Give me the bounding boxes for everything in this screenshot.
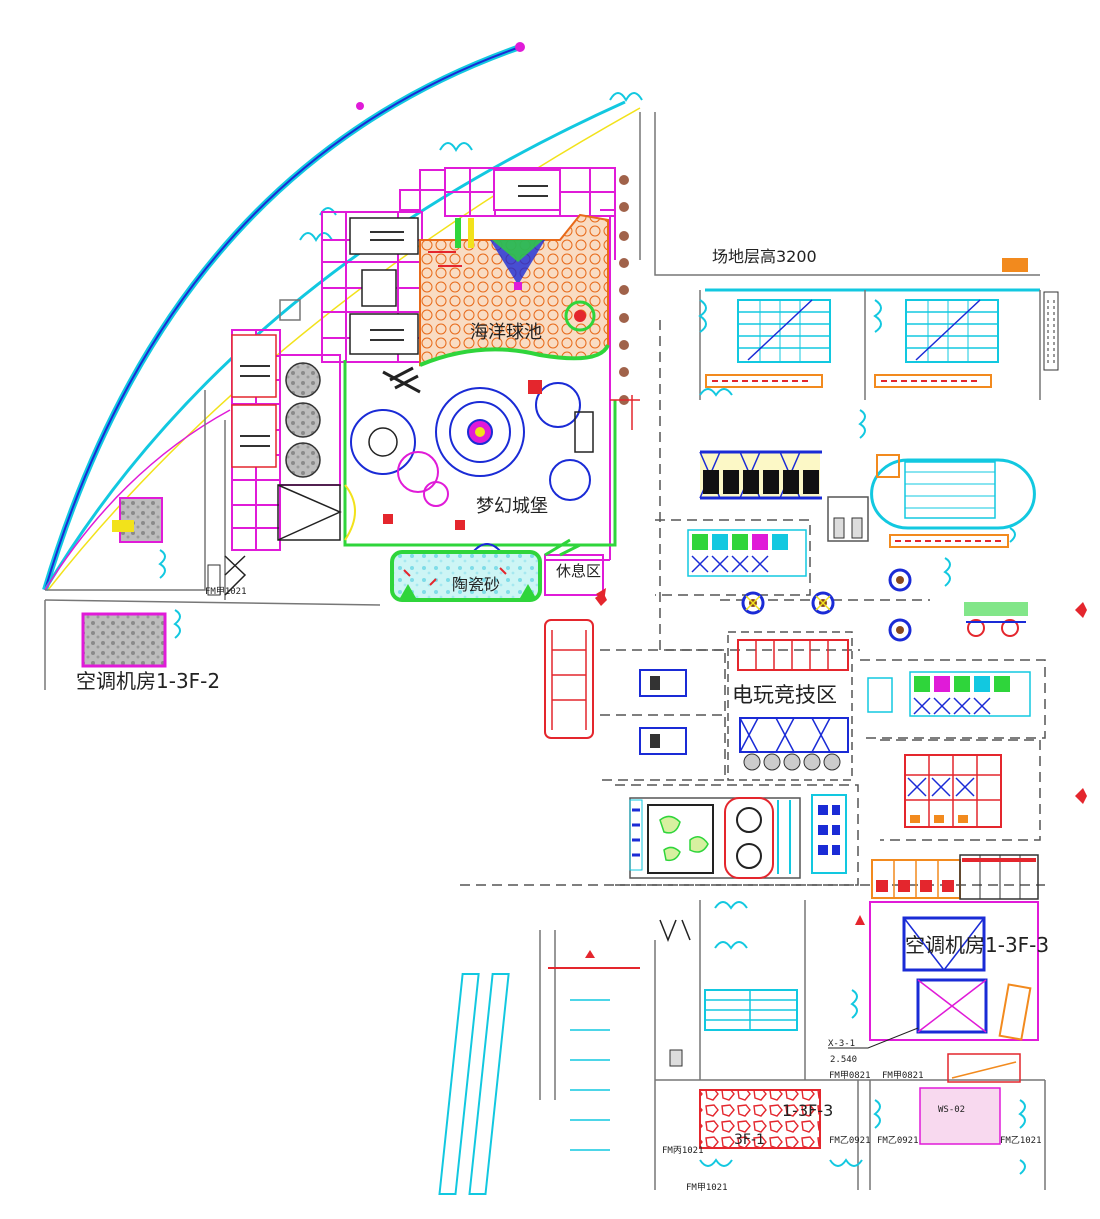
lower-room-right: WS-02 bbox=[873, 1053, 1026, 1175]
door-tag: FM乙0921 bbox=[829, 1135, 871, 1146]
room-mid-label: 1-3F-3 bbox=[782, 1101, 833, 1120]
floor-height-label: 场地层高3200 bbox=[712, 247, 817, 266]
service-counter bbox=[544, 619, 687, 755]
ac-room-right: 空调机房1-3F-3 bbox=[850, 854, 1049, 1041]
ac-room-right-label: 空调机房1-3F-3 bbox=[905, 933, 1049, 957]
rest-area: 休息区 bbox=[544, 538, 606, 602]
door-tags: FM甲0821 FM甲0821 FM乙0921 FM乙0921 FM乙1021 … bbox=[205, 586, 1042, 1193]
ceramic-sand-label: 陶瓷砂 bbox=[452, 575, 500, 594]
lower-walls bbox=[539, 900, 1046, 1190]
labeled-blocks bbox=[231, 169, 561, 478]
door-tag: FM乙1021 bbox=[1000, 1135, 1042, 1146]
lower-room-mid: 1-3F-3 3F-1 bbox=[699, 1089, 863, 1167]
left-walls bbox=[44, 112, 1040, 690]
door-tag: FM甲0821 bbox=[882, 1070, 924, 1081]
vr-pods bbox=[964, 602, 1028, 637]
arcade-cluster-2 bbox=[867, 671, 1031, 717]
castle-label: 梦幻城堡 bbox=[476, 496, 548, 517]
ac-room-left: 空调机房1-3F-2 bbox=[76, 497, 247, 693]
door-tag: FM甲0821 bbox=[829, 1070, 871, 1081]
door-tag: FM乙0921 bbox=[877, 1135, 919, 1146]
grid-reference: X-3-1 2.540 bbox=[828, 1027, 919, 1065]
dream-castle: 梦幻城堡 bbox=[277, 360, 640, 553]
air-hockey-tables bbox=[904, 754, 1002, 828]
egame-arena: 电玩竞技区 bbox=[727, 631, 853, 781]
ceramic-sand: 陶瓷砂 bbox=[390, 550, 542, 602]
ball-pool: 海洋球池 bbox=[419, 213, 610, 367]
ball-pool-label: 海洋球池 bbox=[470, 322, 542, 343]
column-dots bbox=[619, 175, 629, 405]
elevation-label: 2.540 bbox=[830, 1055, 857, 1065]
claw-machines bbox=[741, 568, 912, 642]
right-oval-room bbox=[827, 454, 1036, 587]
curved-facade bbox=[42, 42, 643, 591]
arcade-cluster-1 bbox=[687, 529, 807, 577]
ac-room-left-label: 空调机房1-3F-2 bbox=[76, 669, 220, 693]
door-tag: FM甲1021 bbox=[205, 586, 247, 597]
racing-sims bbox=[699, 450, 822, 500]
escalator-left bbox=[438, 919, 691, 1195]
marker-icons bbox=[595, 592, 1087, 804]
stair-lower bbox=[669, 901, 798, 1067]
vr-center bbox=[629, 794, 847, 879]
door-tag: FM丙1021 bbox=[662, 1145, 704, 1156]
room-lower-label: 3F-1 bbox=[734, 1132, 765, 1148]
egame-area-label: 电玩竞技区 bbox=[732, 683, 837, 707]
right-top-rooms: 场地层高3200 bbox=[698, 247, 1059, 439]
door-tag: FM甲1021 bbox=[686, 1182, 728, 1193]
ws-tag-label: WS-02 bbox=[938, 1105, 965, 1115]
grid-ref-label: X-3-1 bbox=[828, 1039, 855, 1049]
rest-area-label: 休息区 bbox=[556, 562, 601, 580]
